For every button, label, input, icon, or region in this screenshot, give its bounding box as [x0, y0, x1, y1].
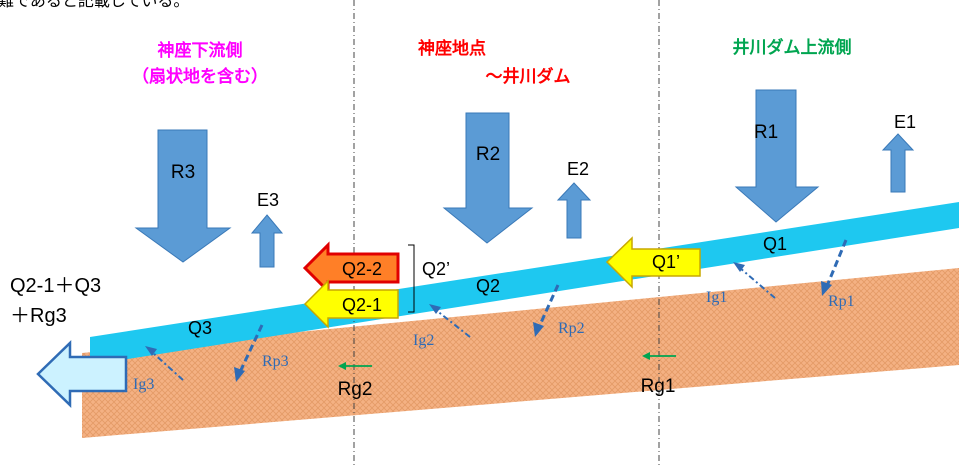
flow-label-q3: Q3 [188, 318, 212, 338]
groundwater-head-ig2 [429, 304, 441, 314]
evap-label-e1: E1 [894, 112, 916, 132]
q2p-bracket [408, 244, 415, 313]
groundwater-label-ig2: Ig2 [413, 332, 434, 349]
region-middle-title-1: 神座地点 [418, 38, 486, 59]
groundwater-head-ig3 [145, 346, 157, 356]
groundwater-arrow-ig1 [739, 267, 776, 299]
rain-label-r1: R1 [754, 122, 778, 143]
evap-arrow-e1 [881, 133, 915, 193]
flow-label-q2: Q2 [476, 276, 500, 296]
transfer-label-q2-1: Q2-1 [342, 295, 382, 315]
infiltration-arrow-rp1 [825, 239, 848, 287]
evap-arrow-e3 [250, 214, 284, 268]
header-text: 難であると記載している。 [0, 0, 189, 10]
transfer-label-q2-2: Q2-2 [342, 259, 382, 279]
rg-arrow-rg1-head [642, 352, 650, 360]
infiltration-head-rp2 [533, 322, 544, 337]
transfer-arrow-q1p [605, 236, 701, 289]
groundwater-arrows [151, 267, 776, 381]
transfer-arrow-q2-1 [303, 279, 399, 329]
infiltration-head-rp3 [234, 367, 245, 382]
flow-label-q1: Q1 [763, 234, 787, 254]
groundwater-head-ig1 [733, 262, 745, 272]
evap-arrow-e2 [556, 182, 592, 239]
rg-label-rg1: Rg1 [641, 376, 676, 397]
infiltration-arrows [238, 239, 848, 373]
infiltration-arrow-rp3 [238, 324, 264, 373]
region-upstream-title: 井川ダム上流側 [733, 37, 852, 58]
rg-arrow-rg2-head [338, 362, 346, 370]
rain-arrow-r3 [134, 129, 232, 263]
region-middle-title-2: ～井川ダム [486, 66, 571, 87]
transfer-label-q2p: Q2’ [422, 259, 450, 279]
evap-label-e3: E3 [257, 190, 279, 210]
outflow-label-2: ＋Rg3 [10, 305, 67, 327]
rg-label-rg2: Rg2 [338, 379, 373, 400]
outflow-label-1: Q2-1＋Q3 [10, 275, 101, 297]
infiltration-label-rp3: Rp3 [262, 353, 289, 370]
rain-label-r3: R3 [171, 162, 195, 183]
infiltration-label-rp1: Rp1 [828, 293, 855, 310]
groundwater-label-ig3: Ig3 [133, 376, 154, 393]
evap-label-e2: E2 [567, 159, 589, 179]
infiltration-arrow-rp2 [537, 284, 560, 328]
rain-arrow-r2 [442, 112, 534, 244]
region-downstream-title-2: （扇状地を含む） [132, 66, 268, 87]
groundwater-label-ig1: Ig1 [706, 289, 727, 306]
outflow-arrow [36, 340, 128, 408]
infiltration-label-rp2: Rp2 [558, 320, 585, 337]
rain-label-r2: R2 [476, 144, 500, 165]
region-downstream-title-1: 神座下流側 [158, 40, 243, 61]
ground-layer [82, 268, 959, 438]
transfer-label-q1p: Q1’ [652, 252, 680, 272]
rain-arrow-r1 [734, 89, 820, 223]
river-channel [90, 202, 959, 365]
infiltration-head-rp1 [821, 281, 832, 296]
